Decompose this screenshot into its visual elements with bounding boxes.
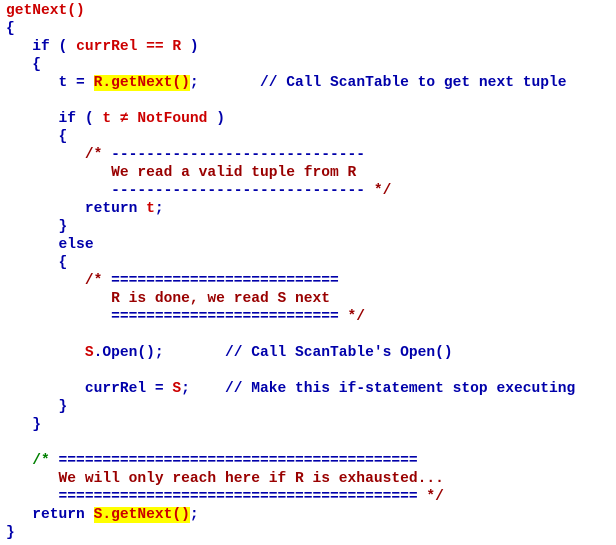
code-line: } bbox=[6, 398, 575, 416]
code-token: ; // Call ScanTable to get next tuple bbox=[189, 75, 567, 91]
code-token: == bbox=[137, 39, 173, 55]
code-token: else bbox=[6, 237, 94, 253]
code-token: { bbox=[6, 21, 15, 37]
code-token: { bbox=[6, 57, 42, 73]
code-line: getNext() bbox=[6, 2, 575, 20]
code-token: S bbox=[172, 381, 182, 397]
code-token: ========================================… bbox=[58, 453, 418, 469]
code-token: t ≠ NotFound bbox=[102, 111, 208, 127]
code-token: ; bbox=[189, 507, 199, 523]
code-token: ; // Make this if-statement stop executi… bbox=[181, 381, 576, 397]
code-token: /* bbox=[6, 147, 112, 163]
code-listing: getNext() { if ( currRel == R ) { t = R.g… bbox=[6, 2, 575, 542]
highlighted-code-token: R.getNext() bbox=[93, 75, 190, 91]
code-line: S.Open(); // Call ScanTable's Open() bbox=[6, 344, 575, 362]
code-token: We will only reach here if R is exhauste… bbox=[6, 471, 444, 487]
code-line: We will only reach here if R is exhauste… bbox=[6, 470, 575, 488]
code-line: /* =====================================… bbox=[6, 452, 575, 470]
code-token: if ( bbox=[6, 39, 77, 55]
code-token: } bbox=[6, 525, 15, 541]
code-line: ​ bbox=[6, 362, 575, 380]
code-token: currRel bbox=[76, 39, 138, 55]
code-token: return bbox=[6, 507, 94, 523]
code-token: } bbox=[6, 399, 68, 415]
code-token: t = bbox=[6, 75, 94, 91]
code-token: ) bbox=[207, 111, 225, 127]
code-line: currRel = S; // Make this if-statement s… bbox=[6, 380, 575, 398]
code-token: We read a valid tuple from R bbox=[6, 165, 357, 181]
code-token: R bbox=[172, 39, 182, 55]
code-token: t bbox=[146, 201, 155, 217]
code-token: ========================== bbox=[6, 309, 339, 325]
code-line: return S.getNext(); bbox=[6, 506, 575, 524]
code-token: if ( bbox=[6, 111, 103, 127]
code-token: ) bbox=[181, 39, 199, 55]
code-token: getNext() bbox=[6, 3, 85, 19]
code-token: .Open(); // Call ScanTable's Open() bbox=[93, 345, 453, 361]
code-line: ========================================… bbox=[6, 488, 575, 506]
code-token: */ bbox=[417, 489, 444, 505]
code-line: R is done, we read S next bbox=[6, 290, 575, 308]
code-line: return t; bbox=[6, 200, 575, 218]
code-line: t = R.getNext(); // Call ScanTable to ge… bbox=[6, 74, 575, 92]
code-line: /* ----------------------------- bbox=[6, 146, 575, 164]
code-line: { bbox=[6, 254, 575, 272]
code-line: else bbox=[6, 236, 575, 254]
code-line: ​ bbox=[6, 326, 575, 344]
code-line: { bbox=[6, 20, 575, 38]
code-token: */ bbox=[365, 183, 392, 199]
code-token: } bbox=[6, 417, 42, 433]
code-line: /* ========================== bbox=[6, 272, 575, 290]
code-line: ----------------------------- */ bbox=[6, 182, 575, 200]
code-token: { bbox=[6, 129, 68, 145]
code-token: /* bbox=[6, 453, 59, 469]
code-token: { bbox=[6, 255, 68, 271]
code-token: currRel = bbox=[6, 381, 173, 397]
code-token: */ bbox=[338, 309, 366, 325]
code-token: return bbox=[6, 201, 147, 217]
code-line: if ( t ≠ NotFound ) bbox=[6, 110, 575, 128]
code-line: } bbox=[6, 218, 575, 236]
code-token: ----------------------------- bbox=[111, 147, 366, 163]
code-token: } bbox=[6, 219, 68, 235]
code-line: { bbox=[6, 56, 575, 74]
code-line: { bbox=[6, 128, 575, 146]
highlighted-code-token: S.getNext() bbox=[93, 507, 190, 523]
code-token: /* bbox=[6, 273, 112, 289]
code-token: ========================================… bbox=[6, 489, 418, 505]
code-line: ​ bbox=[6, 92, 575, 110]
code-token: ========================== bbox=[111, 273, 339, 289]
code-line: } bbox=[6, 524, 575, 542]
code-token bbox=[6, 345, 85, 361]
code-line: ​ bbox=[6, 434, 575, 452]
code-line: } bbox=[6, 416, 575, 434]
code-line: ========================== */ bbox=[6, 308, 575, 326]
code-line: if ( currRel == R ) bbox=[6, 38, 575, 56]
code-line: We read a valid tuple from R bbox=[6, 164, 575, 182]
code-token: R is done, we read S next bbox=[6, 291, 331, 307]
code-token: ; bbox=[154, 201, 164, 217]
code-token: ----------------------------- bbox=[6, 183, 366, 199]
code-token: S bbox=[84, 345, 94, 361]
